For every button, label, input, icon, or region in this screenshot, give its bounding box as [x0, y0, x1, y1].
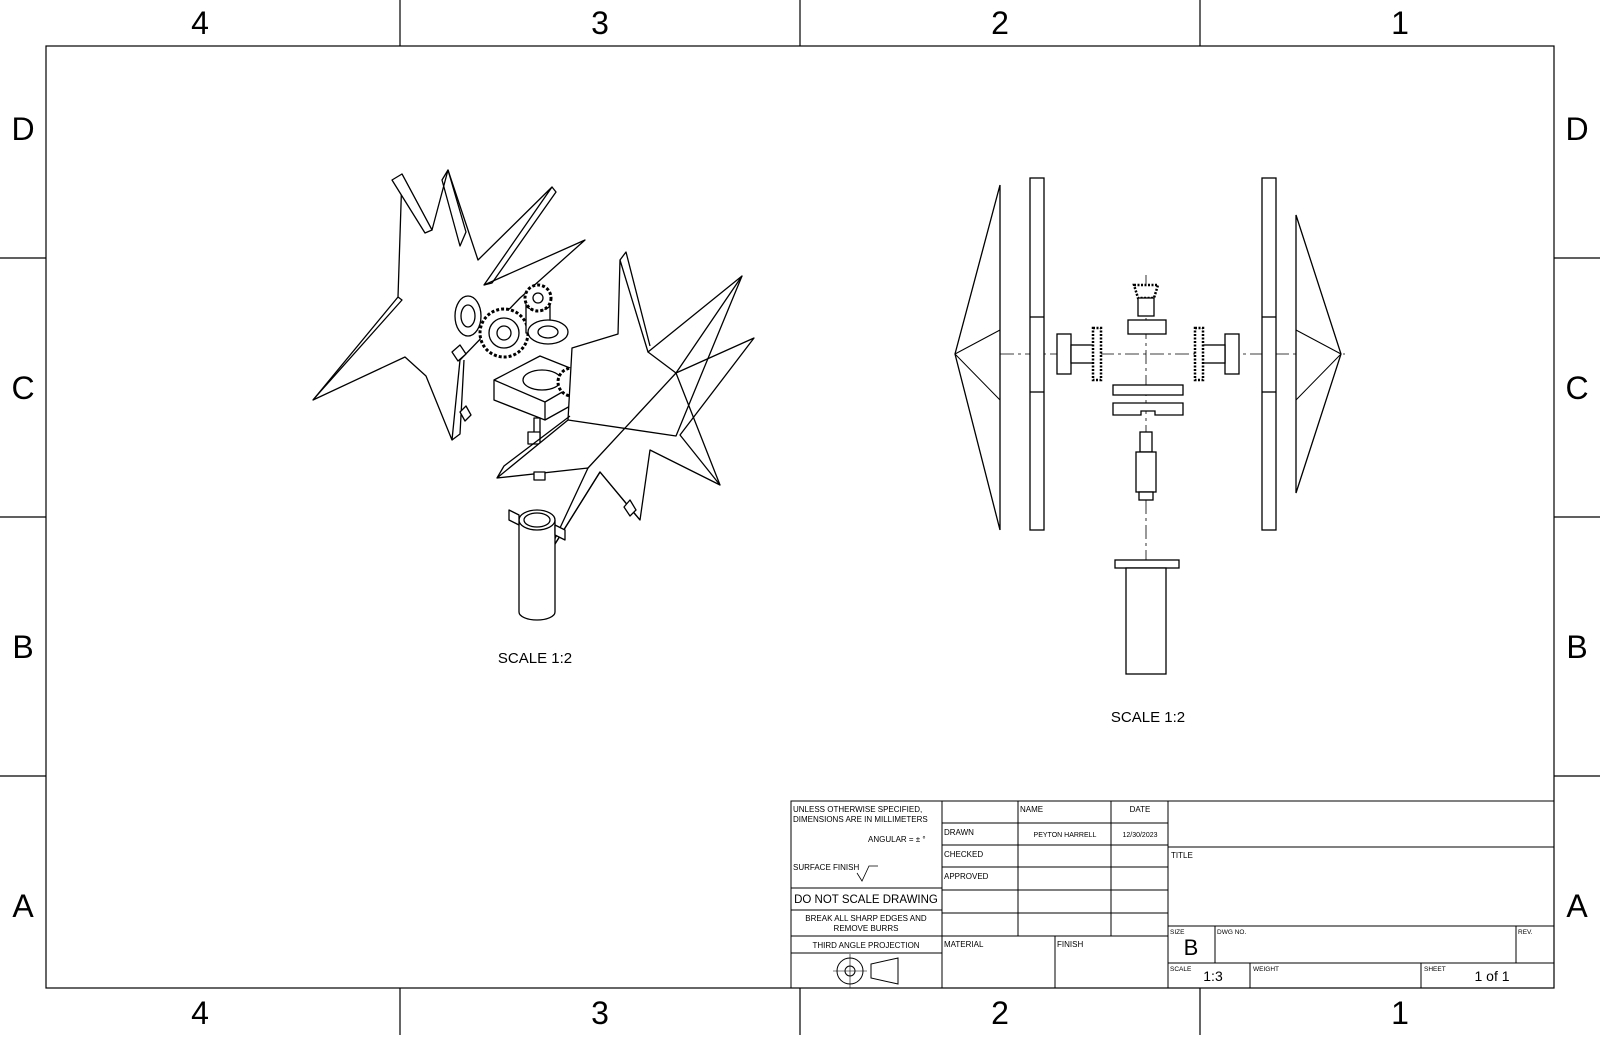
tolerance-note-line2: DIMENSIONS ARE IN MILLIMETERS: [793, 815, 928, 824]
front-star: [496, 251, 755, 561]
front-view: SCALE 1:2: [954, 177, 1345, 726]
front-scale-label: SCALE 1:2: [1111, 709, 1185, 726]
dwg-no-label: DWG NO.: [1217, 929, 1246, 936]
zone-top-4: 4: [191, 5, 209, 41]
zone-top-3: 3: [591, 5, 609, 41]
left-star-side: [954, 184, 1001, 531]
zone-left-c: C: [11, 370, 34, 406]
rev-label: REV.: [1518, 929, 1533, 936]
date-column-header: DATE: [1130, 805, 1151, 814]
isometric-scale-label: SCALE 1:2: [498, 650, 572, 667]
approved-row-label: APPROVED: [944, 872, 989, 881]
size-label: SIZE: [1170, 929, 1185, 936]
third-angle-projection-icon: [833, 954, 899, 988]
angular-tolerance: ANGULAR = ± °: [868, 835, 926, 844]
title-block: UNLESS OTHERWISE SPECIFIED, DIMENSIONS A…: [790, 800, 1555, 989]
right-star-side: [1295, 214, 1342, 494]
hub-assembly: [454, 283, 591, 470]
name-column-header: NAME: [1020, 805, 1043, 814]
surface-finish-icon: [856, 865, 878, 882]
zone-right-b: B: [1566, 629, 1587, 665]
finish-label: FINISH: [1057, 940, 1083, 949]
surface-finish-label: SURFACE FINISH: [793, 863, 859, 872]
zone-right-a: A: [1566, 888, 1588, 924]
zone-right-c: C: [1565, 370, 1588, 406]
weight-label: WEIGHT: [1253, 966, 1279, 973]
zone-bottom-1: 1: [1391, 995, 1409, 1031]
title-label: TITLE: [1171, 851, 1193, 860]
break-edges-line2: REMOVE BURRS: [834, 924, 899, 933]
projection-label: THIRD ANGLE PROJECTION: [812, 941, 919, 950]
scale-value: 1:3: [1203, 968, 1223, 984]
support-post: [508, 509, 566, 621]
zone-left-b: B: [12, 629, 33, 665]
sheet-value: 1 of 1: [1474, 968, 1509, 984]
size-value: B: [1184, 935, 1199, 960]
right-star-plate: [1261, 177, 1277, 531]
drawn-row-label: DRAWN: [944, 828, 974, 837]
material-label: MATERIAL: [944, 940, 984, 949]
zone-top-2: 2: [991, 5, 1009, 41]
zone-left-d: D: [11, 111, 34, 147]
zone-left-a: A: [12, 888, 34, 924]
isometric-view: SCALE 1:2: [312, 169, 755, 667]
scale-label: SCALE: [1170, 966, 1192, 973]
tolerance-note-line1: UNLESS OTHERWISE SPECIFIED,: [793, 805, 922, 814]
zone-markers: 4 3 2 1 4 3 2 1 D C B A D C B A: [11, 5, 1588, 1031]
back-star: [312, 169, 586, 441]
left-star-plate: [1029, 177, 1045, 531]
zone-bottom-3: 3: [591, 995, 609, 1031]
zone-bottom-2: 2: [991, 995, 1009, 1031]
zone-right-d: D: [1565, 111, 1588, 147]
zone-top-1: 1: [1391, 5, 1409, 41]
sheet-label: SHEET: [1424, 966, 1446, 973]
zone-bottom-4: 4: [191, 995, 209, 1031]
drawn-by-name: PEYTON HARRELL: [1034, 832, 1097, 839]
checked-row-label: CHECKED: [944, 850, 983, 859]
drawn-date: 12/30/2023: [1122, 832, 1157, 839]
do-not-scale-note: DO NOT SCALE DRAWING: [794, 894, 938, 906]
break-edges-line1: BREAK ALL SHARP EDGES AND: [805, 914, 927, 923]
